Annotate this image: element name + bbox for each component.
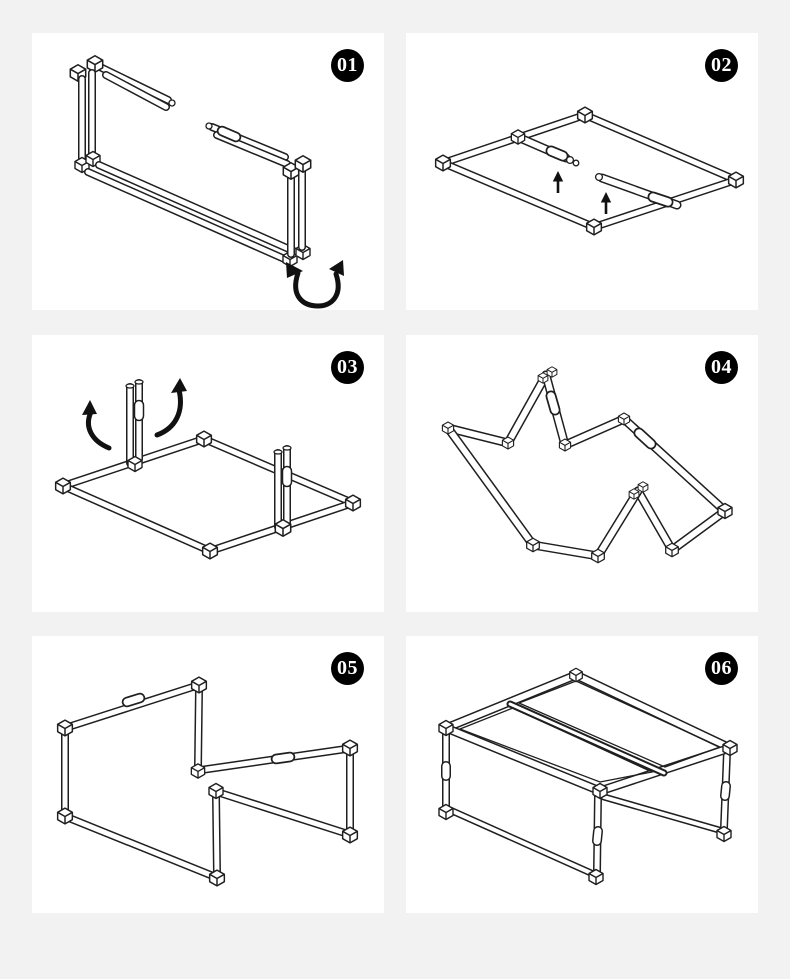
top-panel-outline — [517, 680, 722, 768]
base-frame — [439, 111, 740, 231]
step-03-illustration — [54, 378, 362, 560]
step-number-badge: 03 — [331, 351, 364, 384]
step-02-illustration — [434, 106, 745, 236]
step-panel-04: 04 — [406, 335, 758, 612]
lower-rail — [216, 789, 349, 837]
side-stretcher — [446, 793, 723, 877]
hinged-tube-chain — [443, 370, 730, 561]
step-06-illustration — [438, 667, 738, 886]
step-01-illustration — [69, 54, 344, 309]
step-04-illustration — [441, 366, 733, 564]
upper-rail — [197, 745, 350, 774]
step-panel-03: 03 — [32, 335, 384, 612]
table-legs — [441, 728, 731, 832]
up-arrow-icon — [599, 190, 613, 216]
long-rail — [65, 814, 217, 880]
step-05-illustration — [56, 676, 359, 887]
step-number-badge: 06 — [705, 652, 738, 685]
upright-post — [273, 445, 293, 531]
left-standing-frame — [61, 681, 203, 816]
upright-post — [125, 379, 145, 467]
step-panel-02: 02 — [406, 33, 758, 310]
base-frame — [59, 482, 357, 555]
step-panel-01: 01 — [32, 33, 384, 310]
table-top — [441, 670, 735, 796]
step-number-badge: 05 — [331, 652, 364, 685]
top-panel-outline — [458, 707, 655, 783]
step-panel-05: 05 — [32, 636, 384, 913]
fold-up-curved-arrow-icon — [154, 378, 187, 438]
step-number-badge: 01 — [331, 49, 364, 82]
step-panel-06: 06 — [406, 636, 758, 913]
front-leg — [592, 791, 603, 876]
fold-up-curved-arrow-icon — [82, 400, 112, 451]
insert-tube — [515, 133, 580, 167]
rotate-curved-arrow-icon — [286, 260, 344, 309]
up-arrow-icon — [551, 169, 565, 195]
folded-frame — [69, 54, 312, 268]
step-number-badge: 04 — [705, 351, 738, 384]
step-number-badge: 02 — [705, 49, 738, 82]
front-post — [212, 791, 221, 878]
insert-tube — [594, 172, 682, 210]
